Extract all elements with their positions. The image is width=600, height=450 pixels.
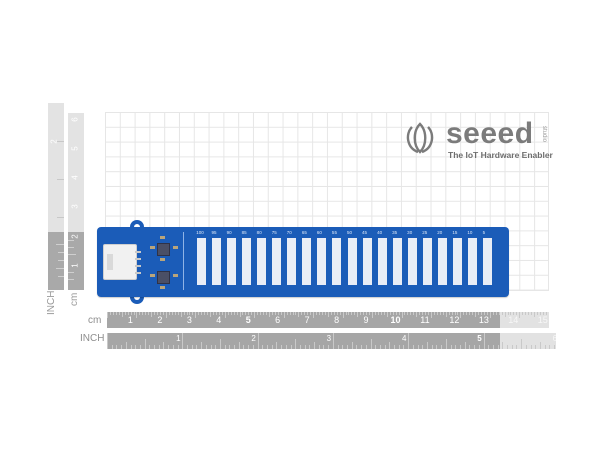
vertical-cm-ruler: 6 5 4 3 2 1 (68, 113, 84, 290)
grove-connector (103, 244, 141, 280)
led-segment (302, 238, 312, 285)
smd-component (173, 274, 178, 277)
vertical-cm-label-4: 4 (70, 175, 80, 180)
cm-ruler-label: 12 (449, 315, 460, 325)
cm-ruler-label: 5 (245, 315, 251, 325)
cm-ruler-label: 11 (420, 315, 430, 325)
led-segment (287, 238, 297, 285)
led-segment-label: 60 (316, 230, 322, 235)
horizontal-inch-caption: INCH (80, 333, 105, 344)
vertical-inch-caption: INCH (46, 290, 57, 315)
led-segment-label: 50 (346, 230, 353, 235)
inch-ruler-label: 3 (326, 334, 332, 343)
led-segment-label: 65 (301, 230, 307, 235)
led-segment-label: 70 (286, 230, 292, 235)
led-segment (482, 238, 492, 285)
led-segment-label: 20 (437, 230, 443, 235)
seeed-flame-icon (406, 122, 434, 154)
led-segment (377, 238, 387, 285)
vertical-cm-caption: cm (69, 292, 80, 306)
inch-ruler-label: 2 (251, 334, 256, 343)
led-segment-label: 90 (226, 230, 232, 235)
board-silkscreen-line (183, 232, 184, 290)
led-segment-label: 35 (392, 230, 398, 235)
led-segment-label: 40 (377, 230, 383, 235)
cm-ruler-label: 3 (186, 315, 192, 325)
cm-ruler-label: 8 (334, 315, 340, 325)
led-segment-label: 30 (407, 230, 413, 235)
cm-ruler-label: 15 (537, 315, 548, 325)
inch-ruler-label: 1 (176, 334, 181, 343)
led-segment-label: 15 (452, 230, 458, 235)
vertical-cm-label-1: 1 (70, 263, 80, 268)
led-segment-label: 5 (482, 230, 486, 235)
led-segment (422, 238, 432, 285)
horizontal-inch-ruler: 1 2 3 4 5 6 (107, 333, 556, 349)
inch-ruler-label: 4 (401, 334, 407, 343)
vertical-cm-label-3: 3 (70, 204, 80, 209)
vertical-cm-label-6: 6 (70, 117, 80, 122)
led-segment-label: 45 (362, 230, 368, 235)
led-segment (227, 238, 237, 285)
led-segment (257, 238, 267, 285)
cm-ruler-label: 13 (478, 315, 489, 325)
led-segment-label: 10 (467, 230, 473, 235)
cm-ruler-label: 10 (390, 315, 401, 325)
led-segment (332, 238, 342, 285)
led-segment (407, 238, 417, 285)
vertical-inch-label-2: 2 (49, 139, 59, 144)
led-segment-label: 25 (422, 230, 428, 235)
led-segment (212, 238, 222, 285)
cm-ruler-label: 6 (275, 315, 281, 325)
led-segment-label: 100 (196, 230, 204, 235)
horizontal-cm-caption: cm (88, 315, 102, 326)
led-segment-label: 55 (331, 230, 337, 235)
led-segment (317, 238, 327, 285)
smd-component (150, 246, 155, 249)
cm-ruler-label: 2 (157, 315, 163, 325)
led-segment (392, 238, 402, 285)
cm-ruler-label: 4 (216, 315, 222, 325)
seeed-logo: seeed studio The IoT Hardware Enabler (404, 117, 554, 165)
driver-chip-1 (157, 243, 170, 256)
led-segment (272, 238, 282, 285)
smd-component (150, 274, 155, 277)
led-segment-label: 95 (211, 230, 217, 235)
vertical-cm-label-2: 2 (70, 234, 80, 239)
led-segment (452, 238, 462, 285)
logo-tagline: The IoT Hardware Enabler (448, 150, 553, 160)
cm-ruler-label: 1 (127, 315, 133, 325)
led-segment (362, 238, 372, 285)
vertical-inch-ruler: 2 1 (48, 103, 64, 290)
cm-ruler-label: 7 (304, 315, 310, 325)
inch-ruler-label: 6 (552, 334, 556, 343)
led-segment (197, 238, 206, 285)
smd-component (160, 286, 165, 289)
led-segment (437, 238, 447, 285)
inch-ruler-label: 5 (477, 334, 482, 343)
smd-component (160, 236, 165, 239)
led-segment (467, 238, 477, 285)
logo-studio-text: studio (541, 126, 547, 143)
smd-component (173, 246, 178, 249)
led-segment-label: 85 (241, 230, 247, 235)
cm-ruler-label: 14 (508, 315, 519, 325)
led-segment (347, 238, 357, 285)
cm-ruler-label: 9 (363, 315, 369, 325)
smd-component (160, 258, 165, 261)
led-segment (242, 238, 252, 285)
vertical-cm-label-5: 5 (70, 146, 80, 151)
led-segment-label: 75 (271, 230, 277, 235)
led-segment-label: 80 (256, 230, 262, 235)
logo-wordmark: seeed (446, 117, 534, 150)
driver-chip-2 (157, 271, 170, 284)
